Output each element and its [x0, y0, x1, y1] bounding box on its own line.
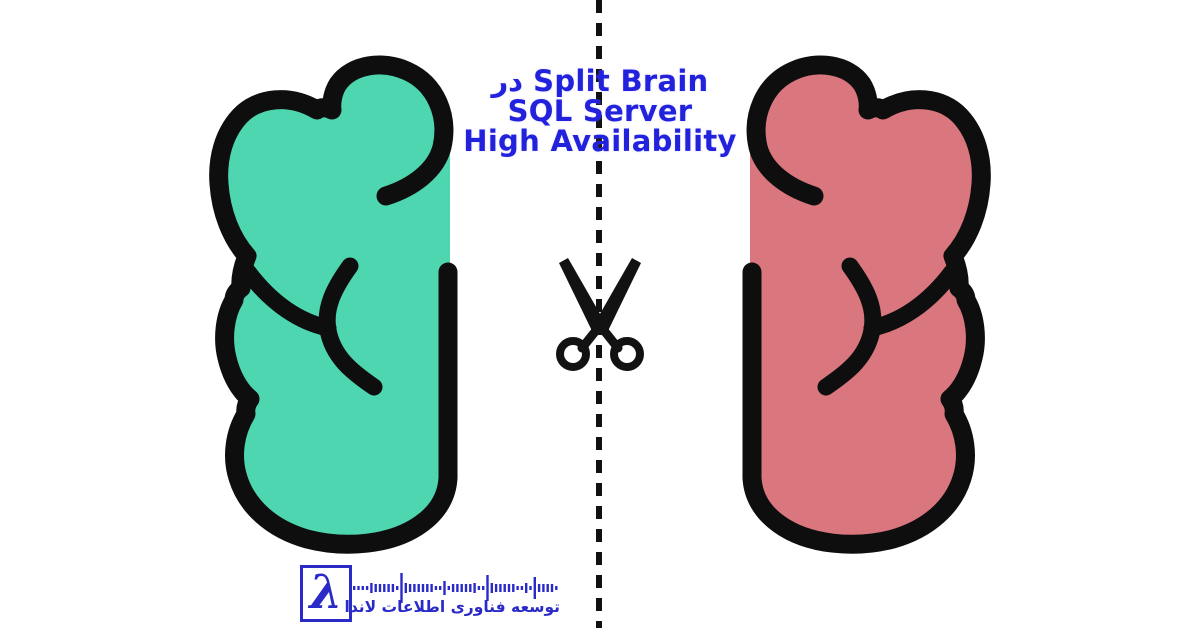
logo-company-text: توسعه فناوری اطلاعات لاندا	[344, 598, 560, 616]
title-line-3: High Availability	[463, 124, 737, 158]
lambda-logo-box: λ	[300, 565, 352, 622]
waveform-icon	[353, 573, 558, 603]
title-line-1: در Split Brain	[491, 64, 709, 98]
scissors-icon	[556, 258, 644, 371]
logo: λ توسعه فناوری اطلاعات لاندا	[298, 562, 568, 624]
title-block: در Split Brain SQL Server High Availabil…	[0, 66, 1200, 156]
title-line-2: SQL Server	[507, 94, 693, 128]
lambda-icon: λ	[309, 565, 343, 620]
